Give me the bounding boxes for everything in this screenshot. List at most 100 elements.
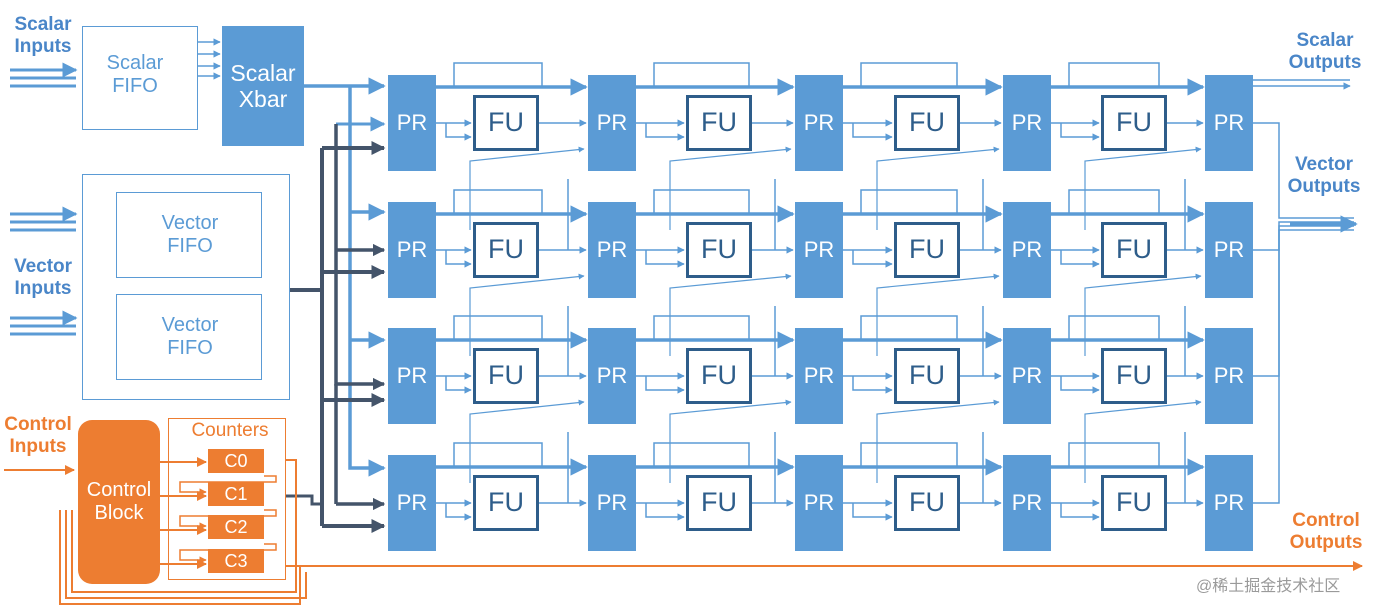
row2-loop-1 <box>653 315 750 340</box>
fu-r0-c3: FU <box>1101 95 1167 151</box>
pr-r2-c1: PR <box>588 328 636 424</box>
row2-low-1 <box>645 376 685 394</box>
row1-low-0 <box>445 250 472 268</box>
counter-out-c1 <box>286 494 322 506</box>
pr-r1-c0: PR <box>388 202 436 298</box>
row0-up-1 <box>669 146 792 230</box>
row3-loop-0 <box>453 442 543 467</box>
fu-r0-c0: FU <box>473 95 539 151</box>
pr-r2-c2: PR <box>795 328 843 424</box>
scalar-inputs-label: Scalar Inputs <box>14 14 72 57</box>
fu-r3-c2: FU <box>894 475 960 531</box>
scalar-xbar: Scalar Xbar <box>222 26 304 146</box>
fu-r3-c3: FU <box>1101 475 1167 531</box>
row0-low-1 <box>645 123 685 141</box>
counter-c1: C1 <box>208 482 264 506</box>
counters-label: Counters <box>191 420 269 442</box>
pr-r1-c4: PR <box>1205 202 1253 298</box>
vector-fifo-2 <box>116 294 262 380</box>
row1-low-1 <box>645 250 685 268</box>
scalar-outputs-label: Scalar Outputs <box>1288 30 1362 73</box>
vector-outputs-label: Vector Outputs <box>1287 154 1361 197</box>
row2-up-3 <box>1084 399 1202 483</box>
pr-r2-c4: PR <box>1205 328 1253 424</box>
scalar-bus-drop <box>348 86 386 477</box>
row0-loop-3 <box>1068 62 1160 87</box>
row1-loop-2 <box>860 189 958 214</box>
fu-r1-c2: FU <box>894 222 960 278</box>
row1-up-3 <box>1084 273 1202 356</box>
pr-r1-c3: PR <box>1003 202 1051 298</box>
row3-loop-1 <box>653 442 750 467</box>
fu-r1-c0: FU <box>473 222 539 278</box>
control-feedback-1 <box>65 510 307 599</box>
row1-loop-0 <box>453 189 543 214</box>
row2-up-0 <box>469 399 585 483</box>
pr-r0-c4: PR <box>1205 75 1253 171</box>
fu-r1-c1: FU <box>686 222 752 278</box>
fu-r1-c3: FU <box>1101 222 1167 278</box>
row2-low-3 <box>1060 376 1100 394</box>
row3-low-3 <box>1060 503 1100 521</box>
row1-low-2 <box>852 250 893 268</box>
scalar-bus-branch-drop <box>334 124 386 391</box>
fu-r2-c1: FU <box>686 348 752 404</box>
row2-low-2 <box>852 376 893 394</box>
vector-fifo-2-label: Vector FIFO <box>161 314 219 359</box>
counters-group <box>168 418 286 580</box>
row2-up-1 <box>669 399 792 483</box>
pr-r1-c1: PR <box>588 202 636 298</box>
vector-inputs-label: Vector Inputs <box>13 256 73 299</box>
row3-loop-2 <box>860 442 958 467</box>
scalar-fifo <box>82 26 198 130</box>
row1-up-0 <box>469 273 585 356</box>
row3-low-1 <box>645 503 685 521</box>
control-feedback-2 <box>71 459 297 593</box>
fu-r2-c2: FU <box>894 348 960 404</box>
row1-up-1 <box>669 273 792 356</box>
control-block: Control Block <box>78 420 160 584</box>
fu-r3-c0: FU <box>473 475 539 531</box>
pr-r3-c3: PR <box>1003 455 1051 551</box>
row1-loop-3 <box>1068 189 1160 214</box>
row0-up-2 <box>876 146 1000 230</box>
fu-r3-c1: FU <box>686 475 752 531</box>
row2-low-0 <box>445 376 472 394</box>
control-outputs-label: Control Outputs <box>1289 510 1363 553</box>
pr-r3-c0: PR <box>388 455 436 551</box>
row2-loop-0 <box>453 315 543 340</box>
row3-low-2 <box>852 503 893 521</box>
fu-r0-c1: FU <box>686 95 752 151</box>
pr-r0-c3: PR <box>1003 75 1051 171</box>
control-out-line-2 <box>59 510 301 605</box>
row2-up-2 <box>876 399 1000 483</box>
row0-loop-2 <box>860 62 958 87</box>
fu-r0-c2: FU <box>894 95 960 151</box>
row2-out <box>1253 225 1354 377</box>
row1-up-2 <box>876 273 1000 356</box>
control-inputs-label: Control Inputs <box>4 414 72 457</box>
counter-c2: C2 <box>208 515 264 539</box>
fu-r2-c0: FU <box>473 348 539 404</box>
row0-low-0 <box>445 123 472 141</box>
row2-loop-3 <box>1068 315 1160 340</box>
watermark: @稀土掘金技术社区 <box>1196 578 1341 595</box>
pr-r3-c1: PR <box>588 455 636 551</box>
pr-r0-c1: PR <box>588 75 636 171</box>
pr-r2-c0: PR <box>388 328 436 424</box>
row1-low-3 <box>1060 250 1100 268</box>
row0-out <box>1253 122 1354 219</box>
fu-r2-c3: FU <box>1101 348 1167 404</box>
pr-r0-c0: PR <box>388 75 436 171</box>
row3-loop-3 <box>1068 442 1160 467</box>
row1-loop-1 <box>653 189 750 214</box>
row2-loop-2 <box>860 315 958 340</box>
pr-r2-c3: PR <box>1003 328 1051 424</box>
vector-fifo-1 <box>116 192 262 278</box>
row0-low-2 <box>852 123 893 141</box>
row0-up-3 <box>1084 146 1202 230</box>
scalar-fifo-label: Scalar FIFO <box>106 52 164 97</box>
pr-r0-c2: PR <box>795 75 843 171</box>
row0-loop-1 <box>653 62 750 87</box>
row0-low-3 <box>1060 123 1100 141</box>
